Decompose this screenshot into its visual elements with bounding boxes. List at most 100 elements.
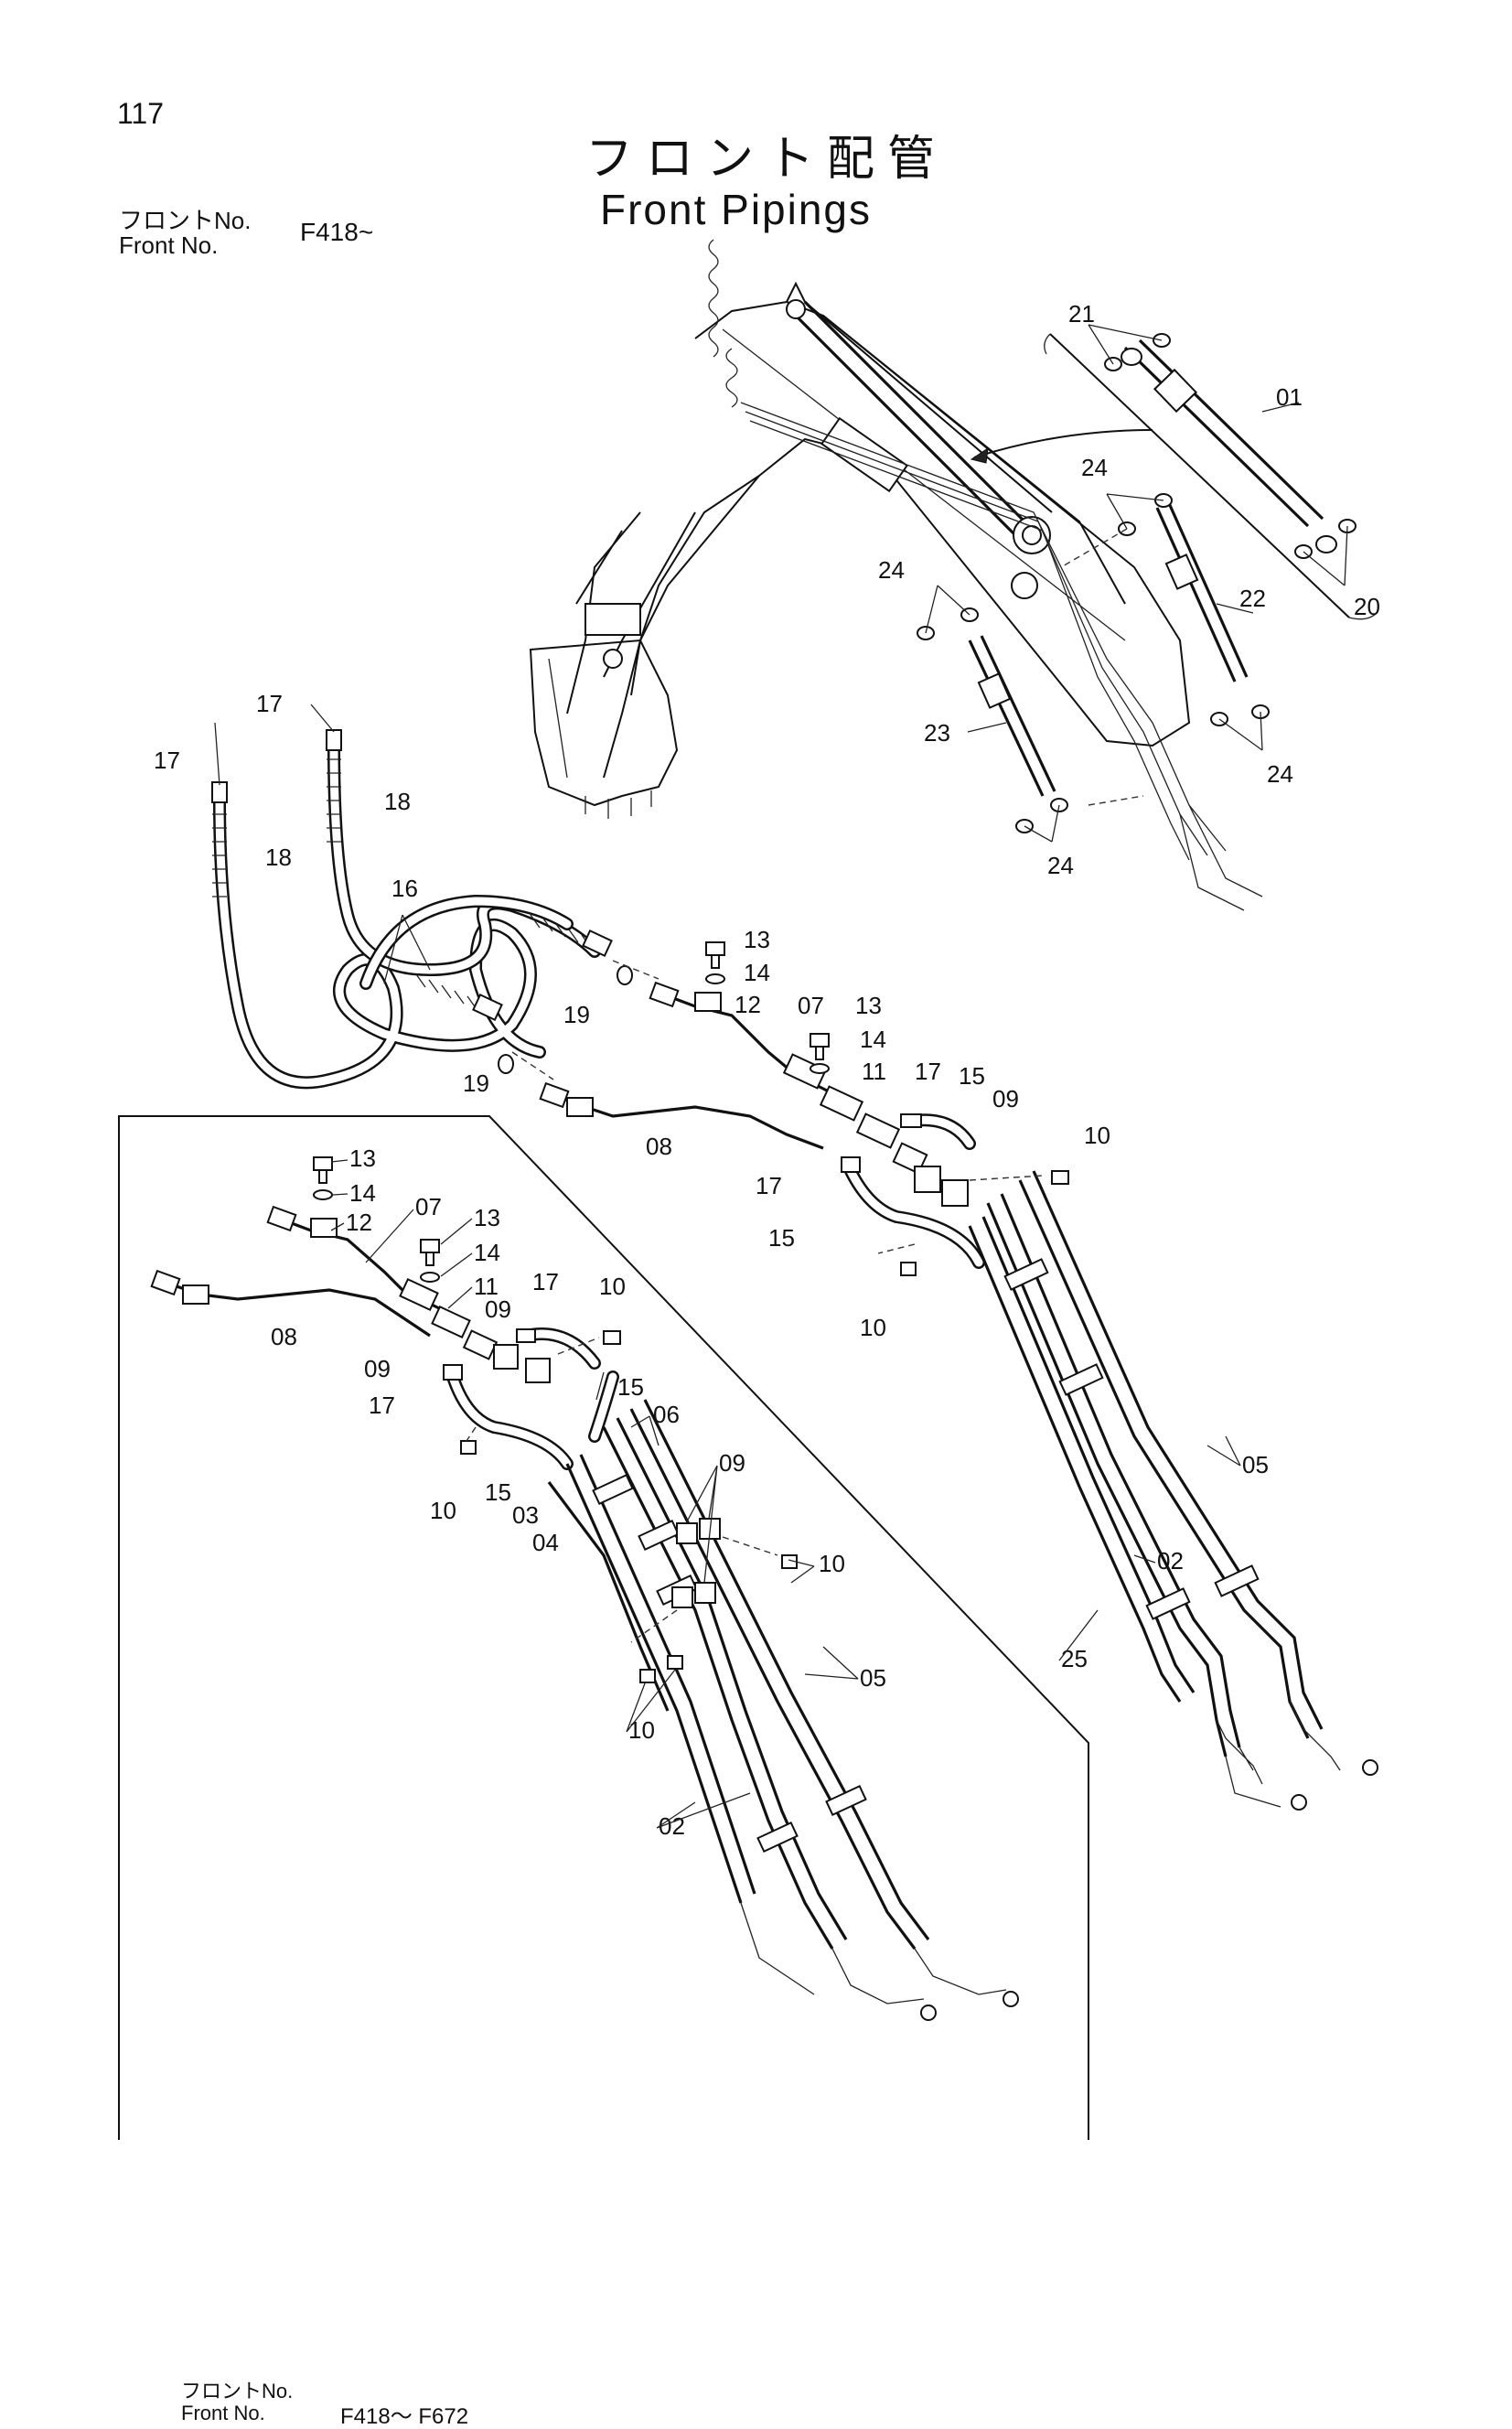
callout-15-d: 15 xyxy=(485,1478,511,1506)
inset-connector-09-a xyxy=(493,1344,519,1370)
inset-clamp-e xyxy=(825,1784,867,1817)
inset-bolt-10-a xyxy=(603,1330,621,1345)
connector-09-b xyxy=(941,1179,969,1207)
callout-10-b: 10 xyxy=(860,1314,886,1341)
bolt-13-a-shank xyxy=(711,954,720,969)
inset-fitting-17-b xyxy=(443,1364,463,1381)
inset-connector-09-c xyxy=(676,1522,698,1544)
callout-10-f: 10 xyxy=(628,1716,655,1744)
callout-23: 23 xyxy=(924,719,950,747)
inset-pipe-07-end xyxy=(266,1205,297,1232)
inset-front-no-label-jp: フロントNo. xyxy=(181,2380,294,2402)
callout-05-b: 05 xyxy=(860,1664,886,1692)
clamp-middle xyxy=(1058,1363,1104,1396)
callout-06: 06 xyxy=(653,1401,680,1428)
inset-washer-14-a xyxy=(313,1189,333,1200)
callout-07-b: 07 xyxy=(415,1193,442,1220)
arm-pivot xyxy=(786,299,806,319)
connector-09-a xyxy=(914,1166,941,1193)
callout-19-b: 19 xyxy=(463,1069,489,1097)
callout-leaders-inset xyxy=(330,1159,1241,1829)
cylinder-01-body xyxy=(1153,368,1198,414)
callout-09-b: 09 xyxy=(485,1295,511,1323)
inset-block-11-a xyxy=(399,1278,439,1311)
bucket xyxy=(529,639,679,807)
hose-16-end-b xyxy=(472,994,503,1021)
inset-bolt-13-a-shank xyxy=(318,1169,327,1184)
callout-04: 04 xyxy=(532,1529,559,1556)
callout-02-a: 02 xyxy=(1157,1547,1184,1575)
main-piping-02-05-25 xyxy=(968,1170,1378,1811)
callout-10-e: 10 xyxy=(819,1550,845,1577)
title-english: Front Pipings xyxy=(600,186,873,233)
callout-18-b: 18 xyxy=(265,844,292,871)
fitting-17-c xyxy=(900,1113,922,1128)
leader-lines xyxy=(214,324,1348,984)
excavator-front-illustration xyxy=(529,239,1378,911)
block-11-c xyxy=(855,1112,901,1149)
inset-block-11-b xyxy=(431,1306,471,1338)
inset-bolt-13-a xyxy=(313,1156,333,1171)
callout-21: 21 xyxy=(1068,300,1095,328)
clamp-lower xyxy=(1145,1587,1191,1620)
callout-16: 16 xyxy=(391,875,418,902)
callout-19-a: 19 xyxy=(563,1001,590,1028)
cylinder-23-body xyxy=(977,672,1012,709)
callout-08-a: 08 xyxy=(646,1133,672,1160)
pipe-group-07-08-11-12 xyxy=(539,941,1069,1276)
washer-19-b xyxy=(498,1054,514,1074)
clamp-08 xyxy=(566,1097,594,1117)
bolt-13-b-shank xyxy=(815,1046,824,1060)
bolt-10-b xyxy=(900,1262,917,1276)
callout-11-b: 11 xyxy=(474,1273,499,1300)
fitting-end-b xyxy=(1362,1759,1378,1776)
fitting-17-a xyxy=(211,781,228,803)
callout-24-d: 24 xyxy=(1047,852,1074,879)
boom-cylinder-22-body xyxy=(1164,554,1199,590)
title-japanese: フロント配管 xyxy=(585,132,949,187)
inset-clamp-12 xyxy=(310,1218,338,1238)
callout-11-a: 11 xyxy=(862,1058,886,1085)
inset-bolt-10-e xyxy=(667,1655,683,1670)
callout-20: 20 xyxy=(1354,593,1380,620)
inset-connector-09-e xyxy=(671,1586,693,1608)
callout-14-a: 14 xyxy=(744,959,770,986)
washer-14-b xyxy=(810,1063,830,1074)
fitting-17-b xyxy=(326,729,342,751)
bucket-link xyxy=(584,603,641,636)
callout-13-b: 13 xyxy=(855,992,882,1019)
pins-and-washers-20-21-24 xyxy=(917,333,1357,833)
callout-18-a: 18 xyxy=(384,788,411,815)
inset-clamp-a xyxy=(592,1473,634,1506)
inset-bolt-10-b xyxy=(460,1440,477,1455)
fitting-end-a xyxy=(1291,1794,1307,1811)
callout-09-c: 09 xyxy=(364,1355,391,1382)
callout-09-d: 09 xyxy=(719,1449,745,1477)
inset-block-11-c xyxy=(462,1329,499,1360)
front-pipings-diagram: 21 01 24 22 20 24 23 24 24 17 17 18 18 1… xyxy=(118,239,1380,2140)
block-11-b xyxy=(819,1085,864,1122)
callout-15-b: 15 xyxy=(768,1224,795,1252)
front-no-value: F418~ xyxy=(300,218,374,246)
bucket-link-pin xyxy=(603,649,623,669)
hose-16-end-a xyxy=(582,930,613,957)
inset-fitting-end-b xyxy=(920,2004,937,2021)
callout-14-c: 14 xyxy=(349,1179,376,1207)
page-number: 117 xyxy=(117,97,165,130)
inset-front-no-value: F418〜 F672 xyxy=(340,2404,469,2429)
boom-cylinder-mount xyxy=(1011,572,1038,599)
inset-pipe-08-end xyxy=(150,1269,181,1296)
callout-15-a: 15 xyxy=(959,1062,985,1090)
callout-12-b: 12 xyxy=(346,1209,372,1236)
callout-17-d: 17 xyxy=(756,1172,782,1199)
bolt-10-a xyxy=(1051,1170,1069,1185)
inset-fitting-end-a xyxy=(1003,1991,1019,2007)
inset-clamp-08 xyxy=(182,1284,209,1305)
callout-24-c: 24 xyxy=(1267,760,1293,788)
boom-plate xyxy=(820,416,909,493)
callout-13-c: 13 xyxy=(349,1145,376,1172)
inset-washer-14-b xyxy=(420,1272,440,1283)
inset-fitting-17-a xyxy=(516,1328,536,1343)
callout-24-a: 24 xyxy=(1081,454,1108,481)
block-11-a xyxy=(782,1053,828,1090)
